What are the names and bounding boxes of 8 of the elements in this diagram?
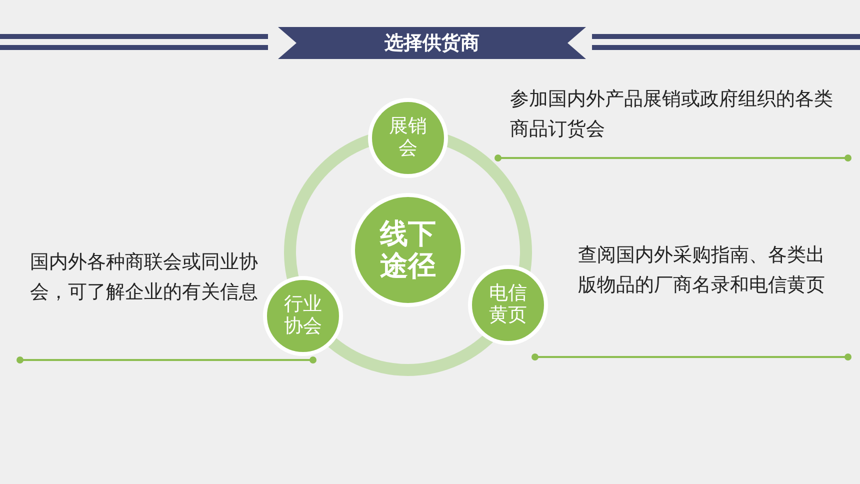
center-circle: 线下途径 [351, 193, 465, 307]
description-text: 国内外各种商联会或同业协会，可了解企业的有关信息 [30, 250, 259, 305]
topic-circle: 展销会 [368, 98, 448, 178]
topic-circle: 行业协会 [263, 276, 343, 356]
title-banner: 选择供货商 [278, 27, 586, 59]
description-text: 参加国内外产品展销或政府组织的各类商品订货会 [510, 87, 834, 142]
description-text: 查阅国内外采购指南、各类出版物品的厂商名录和电信黄页 [578, 243, 826, 298]
topic-circle: 电信黄页 [468, 265, 548, 345]
